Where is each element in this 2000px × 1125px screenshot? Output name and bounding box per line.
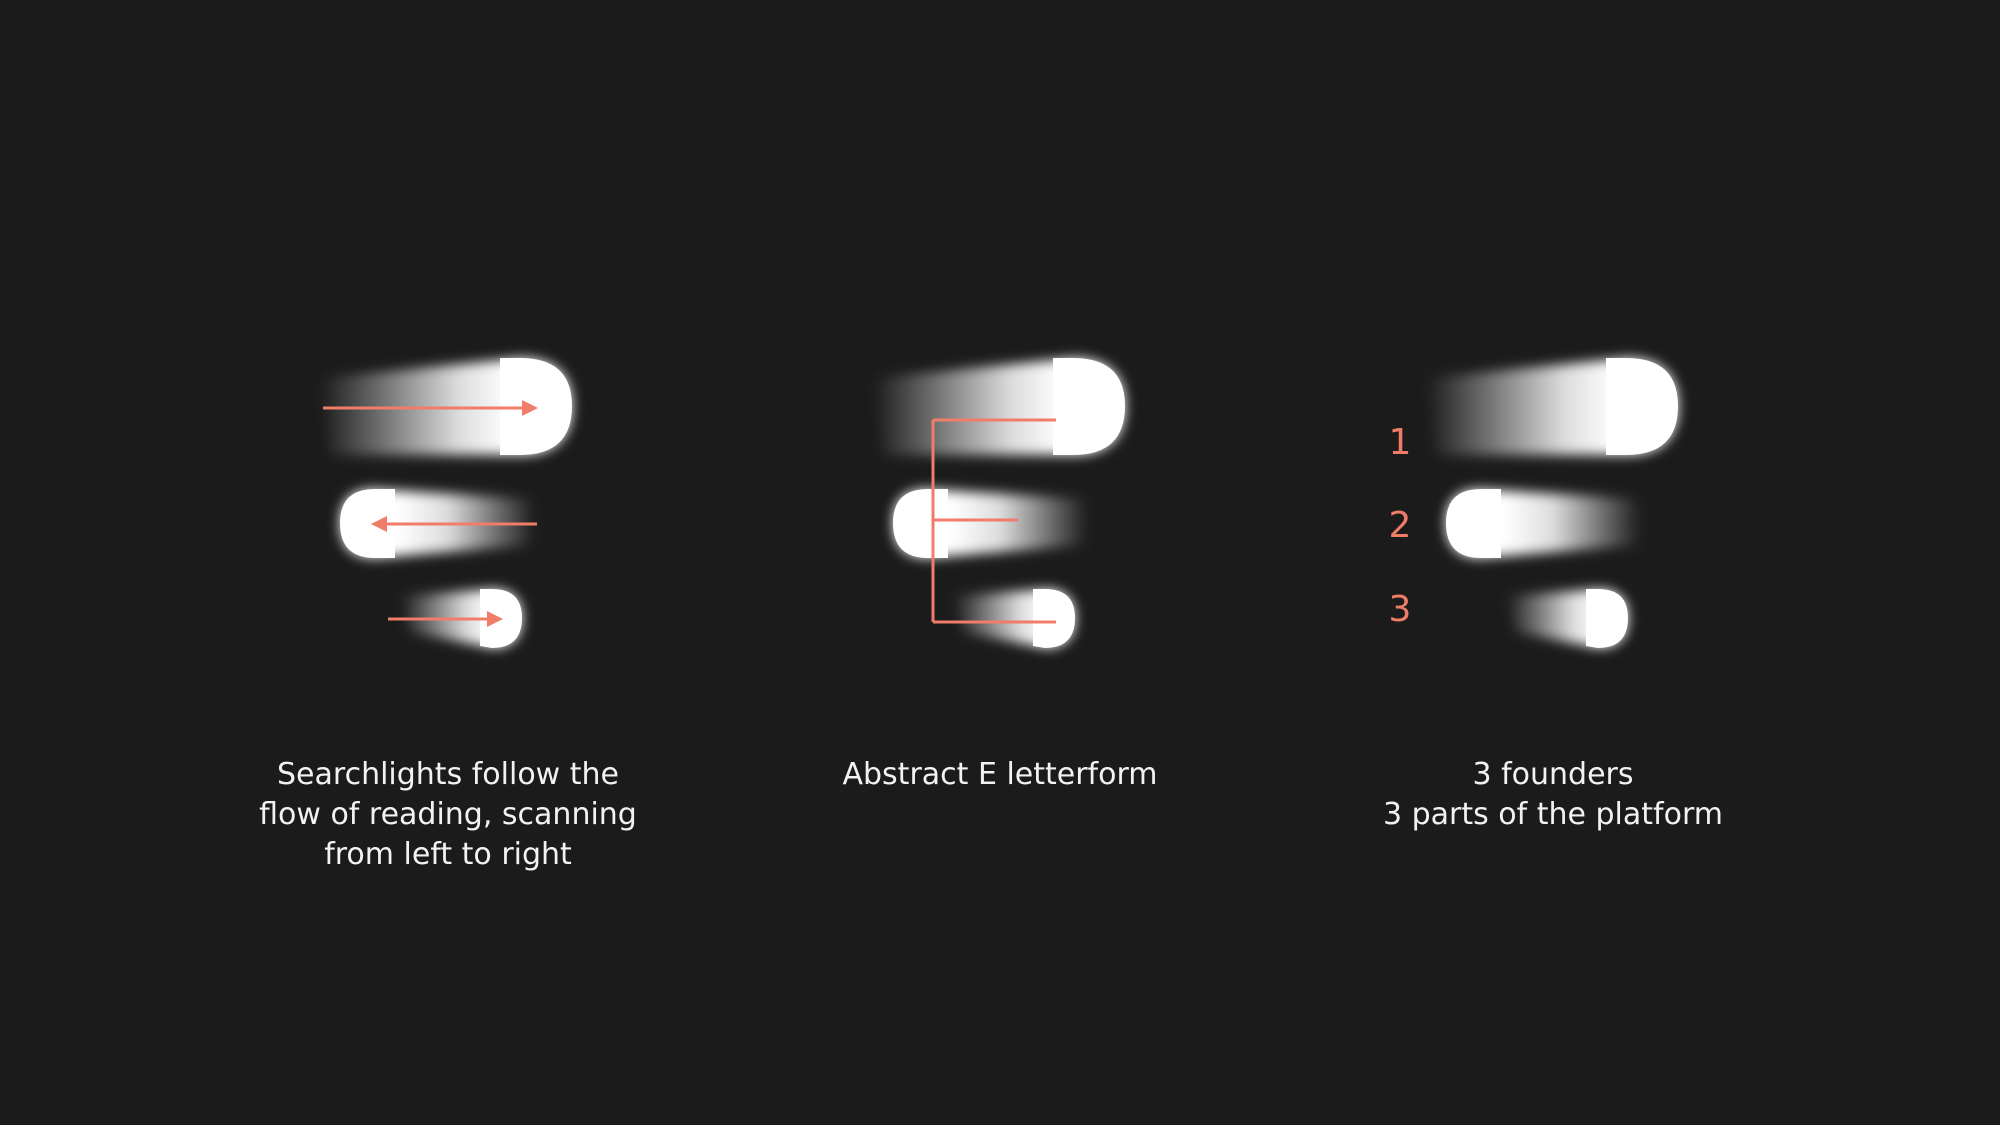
searchlight-top — [873, 358, 1125, 455]
caption-letterform: Abstract E letterform — [740, 755, 1260, 795]
caption-line: from left to right — [324, 837, 572, 872]
caption-line: flow of reading, scanning — [259, 797, 637, 832]
panel-reading-flow — [320, 358, 572, 648]
arrow-right-top-icon — [323, 400, 538, 416]
caption-founders: 3 founders 3 parts of the platform — [1293, 755, 1813, 835]
searchlight-bottom — [953, 589, 1075, 648]
searchlight-middle — [893, 489, 1088, 558]
caption-reading-flow: Searchlights follow the flow of reading,… — [188, 755, 708, 875]
caption-line: 3 parts of the platform — [1382, 797, 1723, 832]
panel-founders — [1426, 358, 1678, 648]
caption-line: 3 founders — [1472, 757, 1634, 792]
e-letterform-outline-icon — [931, 418, 1056, 624]
arrow-right-bottom-icon — [388, 611, 503, 627]
searchlight-top — [1426, 358, 1678, 455]
founder-number-3: 3 — [1389, 589, 1412, 630]
panel-letterform — [873, 358, 1125, 648]
founder-number-1: 1 — [1389, 422, 1412, 463]
searchlight-bottom — [1506, 589, 1628, 648]
arrow-left-middle-icon — [371, 516, 537, 532]
caption-line: Abstract E letterform — [842, 757, 1158, 792]
caption-line: Searchlights follow the — [277, 757, 619, 792]
searchlight-middle — [1446, 489, 1641, 558]
founder-number-2: 2 — [1389, 505, 1412, 546]
